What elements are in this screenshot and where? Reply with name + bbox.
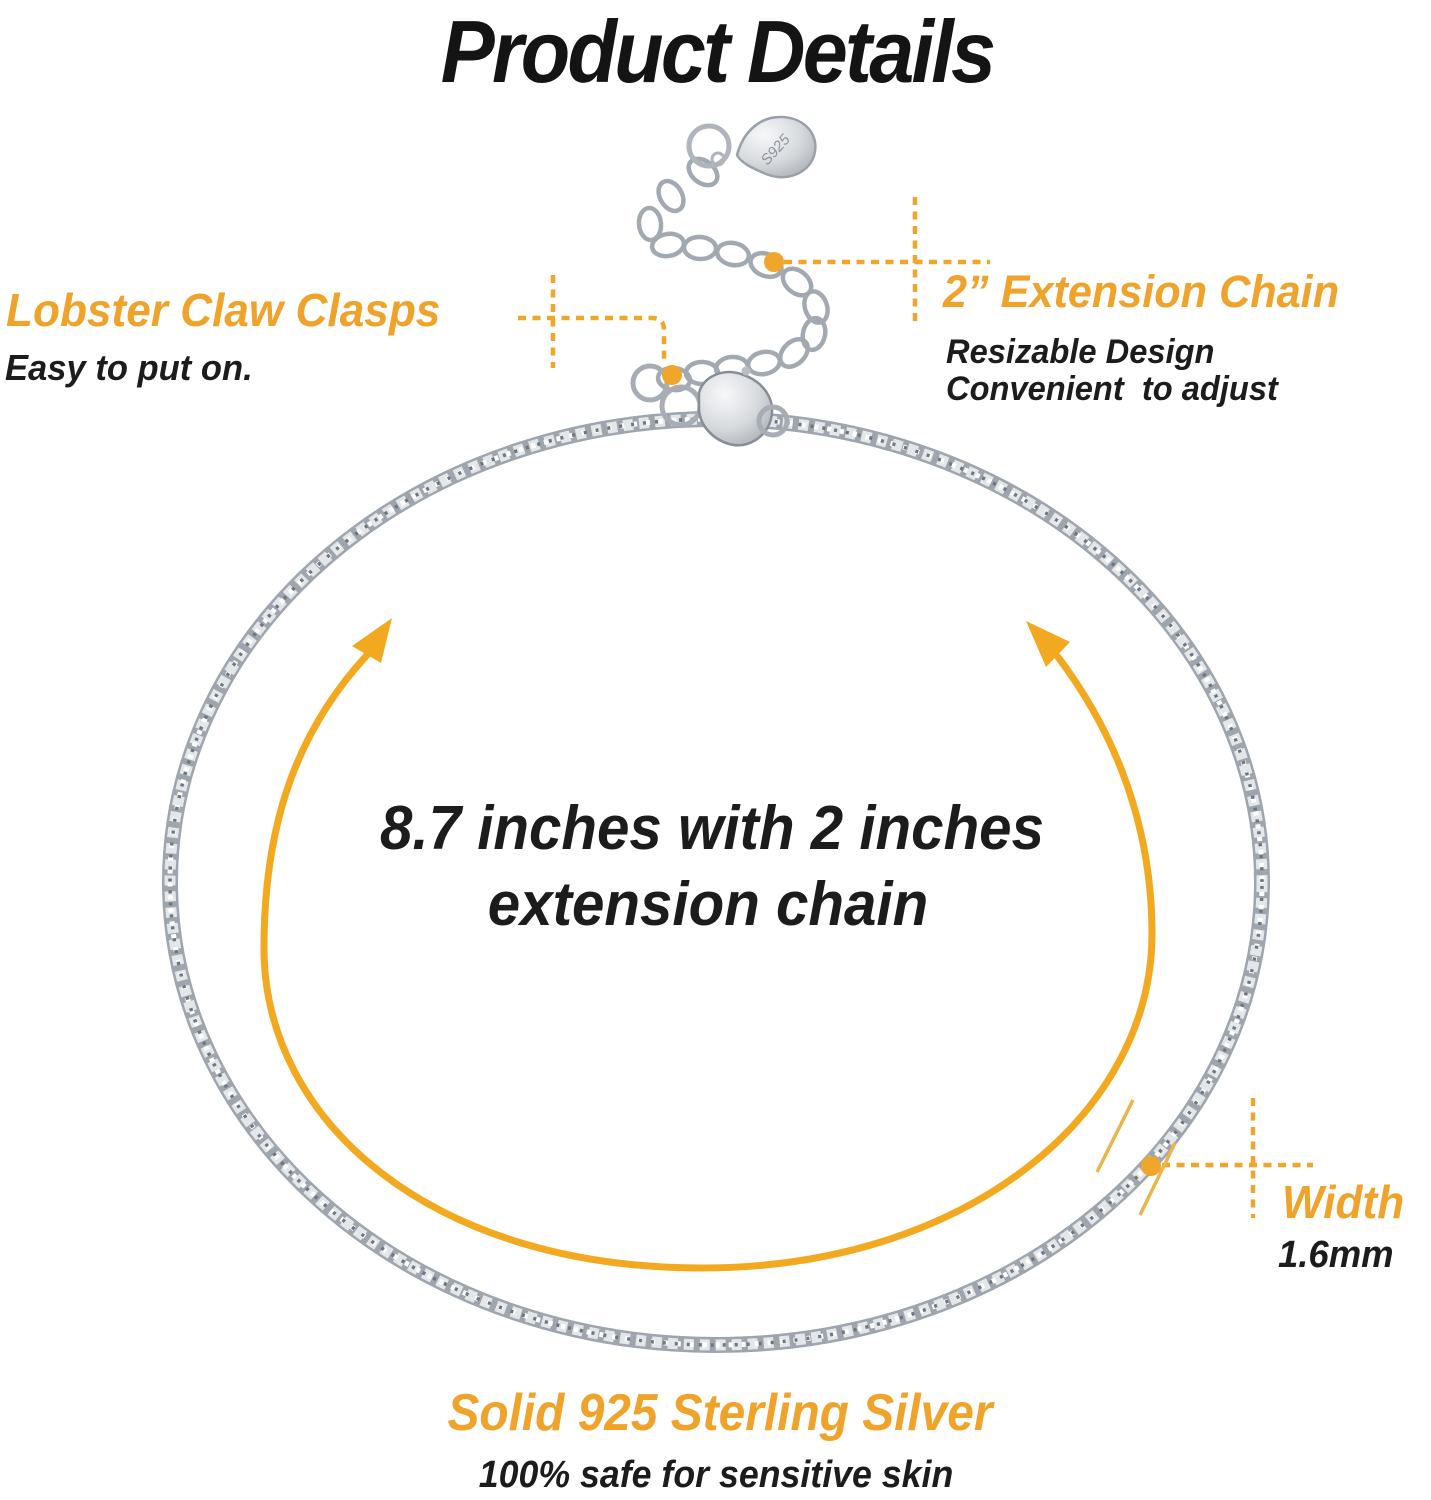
extension-callout-subtext-2: Convenient to adjust <box>946 370 1278 408</box>
tag-shape <box>735 115 817 179</box>
clasp-marker-leader-line <box>518 315 667 360</box>
clasp-marker <box>518 275 667 368</box>
lobster-clasp <box>630 363 790 447</box>
brand-tag: S925 <box>686 115 817 179</box>
extension-chain <box>636 156 830 393</box>
width-marker-dot <box>1141 1156 1161 1176</box>
width-gauge-line-lower <box>1138 1142 1177 1216</box>
length-measurement-line1: 8.7 inches with 2 inches <box>380 794 1044 863</box>
extension-marker <box>784 197 990 322</box>
measure-arc <box>260 651 1156 1272</box>
width-gauge-line-upper <box>1095 1099 1135 1173</box>
arc-arrowhead-left <box>352 618 392 663</box>
material-subtext: 100% safe for sensitive skin <box>478 1454 954 1496</box>
page-title: Product Details <box>440 2 996 101</box>
extension-callout-subtext-1: Resizable Design <box>946 333 1215 371</box>
lobster-clasp-body <box>697 370 774 447</box>
clasp-callout-heading: Lobster Claw Clasps <box>6 284 441 336</box>
length-measurement-line2: extension chain <box>487 870 929 939</box>
clasp-marker-dot <box>662 365 682 385</box>
material-heading: Solid 925 Sterling Silver <box>447 1384 993 1442</box>
measure-arc-group <box>260 618 1156 1272</box>
clasp-callout-subtext: Easy to put on. <box>5 347 253 388</box>
width-callout-value: 1.6mm <box>1278 1234 1394 1276</box>
extension-marker-dot <box>764 252 784 272</box>
width-marker <box>1162 1098 1313 1218</box>
width-gauge-lines <box>1095 1099 1177 1216</box>
extension-callout-heading: 2” Extension Chain <box>943 266 1340 317</box>
arc-arrowhead-right <box>1026 621 1070 667</box>
width-callout-heading: Width <box>1282 1176 1405 1228</box>
